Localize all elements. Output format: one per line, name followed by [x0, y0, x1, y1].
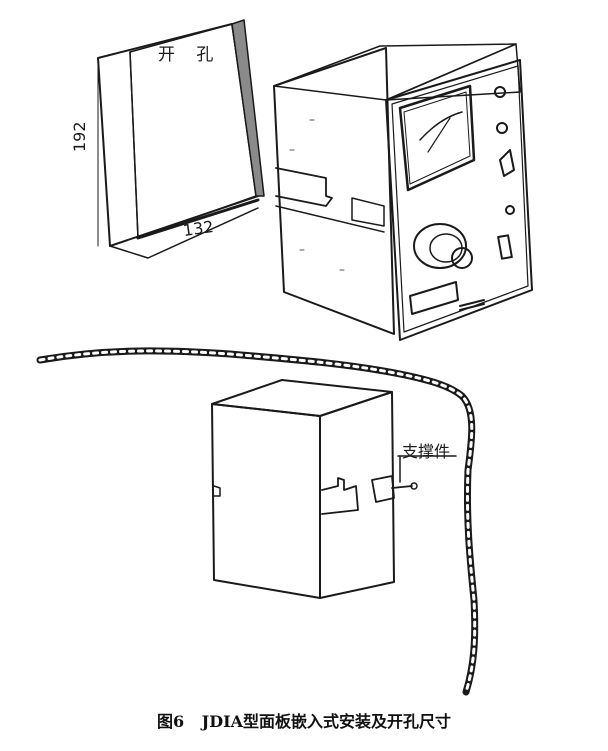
cutout-label: 开 孔 [158, 45, 222, 65]
instrument-drawing [273, 43, 533, 341]
figure-caption: 图6 JDIA型面板嵌入式安装及开孔尺寸 [0, 708, 608, 732]
panel-cutout-drawing [97, 19, 265, 259]
height-dimension-label: 192 [70, 121, 89, 152]
rear-box-drawing [211, 379, 457, 599]
support-part-label: 支撑件 [402, 442, 451, 461]
figure-caption-text: JDIA型面板嵌入式安装及开孔尺寸 [201, 712, 452, 731]
cable-drawing [36, 347, 479, 696]
figure-number: 图6 [156, 712, 185, 731]
